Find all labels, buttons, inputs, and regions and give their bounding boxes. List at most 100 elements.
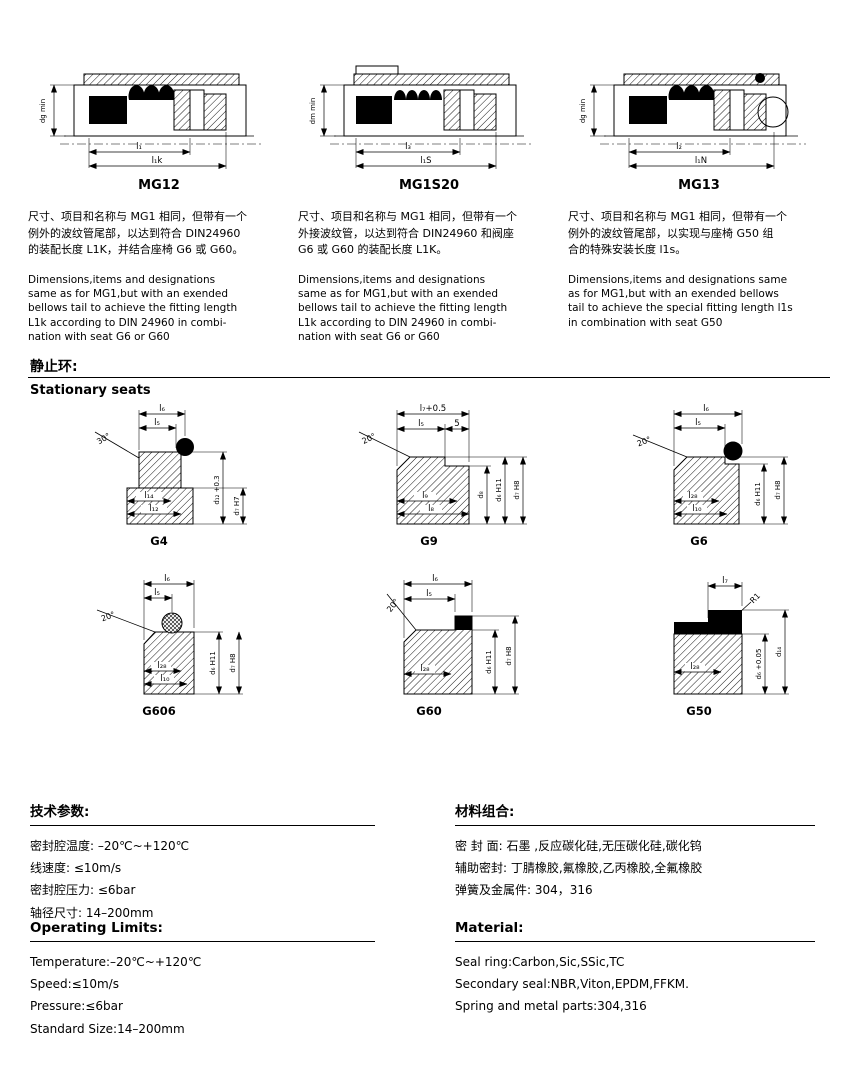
g9-angle: 20° bbox=[358, 432, 411, 458]
material-heading-en: Material: bbox=[455, 920, 815, 942]
dim-right1: d₆ H11 bbox=[209, 651, 217, 675]
g50-cap bbox=[674, 610, 742, 634]
param-line: Seal ring:Carbon,Sic,SSic,TC bbox=[455, 955, 625, 969]
dim-right1: d₈ bbox=[477, 491, 485, 498]
mg1s20-diameter-dimension: dm min bbox=[309, 84, 346, 137]
desc-chinese: 尺寸、项目和名称与 MG1 相同，但带有一个 外接波纹管，以达到符合 DIN24… bbox=[298, 210, 518, 256]
g60-angle: 20° bbox=[385, 593, 417, 631]
dim-right2: d₆ H11 bbox=[495, 478, 503, 502]
g4-top-dims: l₆ l₅ bbox=[138, 404, 186, 450]
mg13-drawing: l₂ l₁N dg min bbox=[579, 73, 806, 169]
dim-right1: d₆ H11 bbox=[485, 650, 493, 674]
mg13-length-dimensions: l₂ l₁N bbox=[628, 132, 775, 169]
materials-cn-block: 材料组合: 密 封 面: 石墨 ,反应碳化硅,无压碳化硅,碳化钨 辅助密封: 丁… bbox=[455, 800, 815, 902]
angle-label: 20° bbox=[385, 597, 401, 614]
param-line: 弹簧及金属件: 304，316 bbox=[455, 883, 593, 898]
dim-right1: d₆ H11 bbox=[754, 482, 762, 506]
g6-drawing: 20° l₆ l₅ l₂₈ l₁₀ bbox=[632, 404, 788, 525]
param-line: 线速度: ≤10m/s bbox=[30, 861, 122, 876]
g60-right-dims: d₆ H11 d₇ H8 bbox=[472, 615, 519, 695]
g6-angle: 20° bbox=[632, 434, 688, 458]
stationary-heading-en: Stationary seats bbox=[30, 383, 151, 398]
o-ring bbox=[455, 616, 472, 630]
dim-right2: d₇ H8 bbox=[505, 646, 513, 665]
seal-figure-mg13: l₂ l₁N dg min MG13 尺寸、项目和名称与 MG1 相同，但带有一… bbox=[568, 48, 830, 345]
g60-top-dims: l₆ l₅ bbox=[403, 574, 473, 638]
g60-body-dims: l₂₈ bbox=[403, 664, 452, 677]
g6-top-dims: l₆ l₅ bbox=[673, 404, 743, 466]
dim-right1: d₁₂ +0.3 bbox=[213, 475, 221, 504]
dim-top2: l₅ bbox=[418, 419, 424, 429]
seal-figure-mg12: l₁ l₁k dg min MG12 尺寸、项目和名称与 MG1 相同，但带有一… bbox=[28, 48, 290, 345]
seal-figure-mg1s20: l₃ l₁S dm min MG1S20 尺寸、项目和名称与 MG1 相同，但带… bbox=[298, 48, 560, 345]
mg13-cross-section bbox=[604, 73, 798, 137]
tech-params-cn-block: 技术参数: 密封腔温度: –20℃~+120℃ 线速度: ≤10m/s 密封腔压… bbox=[30, 800, 375, 924]
g4-angle: 30° bbox=[94, 431, 140, 459]
dim-top1: l₇ bbox=[722, 576, 728, 586]
param-line: Spring and metal parts:304,316 bbox=[455, 999, 647, 1014]
dim-dg-min: dg min bbox=[579, 99, 587, 123]
dim-top2: l₅ bbox=[154, 418, 160, 428]
seat-cell-g4: 30° l₆ l₅ l₁₄ l₁₂ bbox=[28, 402, 290, 548]
dim-top1: l₇+0.5 bbox=[420, 404, 446, 414]
seal-type-label: MG13 bbox=[678, 178, 720, 193]
dim-right2: d₇ H7 bbox=[233, 496, 241, 515]
dim-body1: l₁₄ bbox=[144, 491, 154, 501]
seal-type-label: MG1S20 bbox=[398, 178, 460, 193]
param-line: Speed:≤10m/s bbox=[30, 977, 119, 992]
mg1s20-cross-section bbox=[334, 65, 524, 137]
g606-top-dims: l₆ l₅ bbox=[143, 574, 195, 640]
g606-right-dims: d₆ H11 d₇ H8 bbox=[194, 631, 243, 695]
dim-body1: l₉ bbox=[422, 491, 428, 501]
param-line: 辅助密封: 丁腈橡胶,氟橡胶,乙丙橡胶,全氟橡胶 bbox=[455, 861, 703, 876]
seat-cell-g6: 20° l₆ l₅ l₂₈ l₁₀ bbox=[568, 402, 830, 548]
g9-drawing: 20° l₇+0.5 l₅ 5 l₉ bbox=[358, 404, 527, 525]
g50-body-dims: l₂₈ bbox=[673, 662, 722, 675]
dim-l3: l₃ bbox=[405, 142, 411, 152]
dim-l2: l₂ bbox=[676, 142, 682, 152]
seat-cell-g60: 20° l₆ l₅ l₂₈ bbox=[298, 572, 560, 718]
mg12-drawing: l₁ l₁k dg min bbox=[39, 73, 262, 169]
seal-types-row: l₁ l₁k dg min MG12 尺寸、项目和名称与 MG1 相同，但带有一… bbox=[28, 48, 830, 345]
param-line: 密封腔温度: –20℃~+120℃ bbox=[30, 839, 190, 853]
stationary-heading-cn: 静止环: bbox=[30, 359, 78, 375]
o-ring bbox=[161, 612, 183, 634]
dim-body2: l₁₂ bbox=[149, 504, 158, 514]
dim-top1: l₆ bbox=[432, 574, 438, 584]
dim-right1: d₆ +0.05 bbox=[755, 649, 763, 680]
g6-body-dims: l₂₈ l₁₀ bbox=[673, 491, 728, 517]
dim-top2: l₅ bbox=[154, 588, 160, 598]
dim-top2: l₅ bbox=[426, 589, 432, 599]
g9-top-dims: l₇+0.5 l₅ 5 bbox=[396, 404, 470, 466]
seat-label: G4 bbox=[150, 534, 168, 548]
param-line: Pressure:≤6bar bbox=[30, 999, 123, 1014]
g50-body bbox=[673, 633, 743, 695]
seat-label: G6 bbox=[690, 534, 708, 548]
param-line: 轴径尺寸: 14–200mm bbox=[30, 905, 154, 920]
g4-drawing: 30° l₆ l₅ l₁₄ l₁₂ bbox=[94, 404, 247, 525]
dim-l1s: l₁S bbox=[420, 156, 431, 166]
g50-radius: R1 bbox=[739, 591, 762, 613]
param-line: 密 封 面: 石墨 ,反应碳化硅,无压碳化硅,碳化钨 bbox=[455, 839, 702, 853]
dim-top1: l₆ bbox=[159, 404, 165, 414]
desc-english: Dimensions,items and designations same a… bbox=[28, 273, 238, 344]
dim-dm-min: dm min bbox=[309, 98, 317, 125]
dim-top1: l₆ bbox=[164, 574, 170, 584]
dim-dg-min: dg min bbox=[39, 99, 47, 123]
dim-body1: l₂₈ bbox=[690, 662, 700, 672]
dim-body2: l₁₀ bbox=[692, 504, 702, 514]
dim-right2: d₁₄ bbox=[775, 647, 783, 657]
g60-drawing: 20° l₆ l₅ l₂₈ bbox=[385, 574, 519, 695]
dim-body1: l₂₈ bbox=[157, 661, 167, 671]
seat-label: G606 bbox=[142, 704, 176, 718]
g4-body-dims: l₁₄ l₁₂ bbox=[126, 491, 182, 517]
dim-right2: d₇ H8 bbox=[774, 480, 782, 499]
g6-right-dims: d₆ H11 d₇ H8 bbox=[725, 456, 788, 525]
g9-body-dims: l₉ l₈ bbox=[396, 491, 470, 517]
dim-top2: l₅ bbox=[695, 418, 701, 428]
g50-right-dims: d₆ +0.05 d₁₄ bbox=[742, 609, 789, 695]
g4-right-dims: d₁₂ +0.3 d₇ H7 bbox=[181, 451, 247, 525]
mg12-length-dimensions: l₁ l₁k bbox=[88, 132, 227, 169]
o-ring bbox=[176, 438, 194, 456]
